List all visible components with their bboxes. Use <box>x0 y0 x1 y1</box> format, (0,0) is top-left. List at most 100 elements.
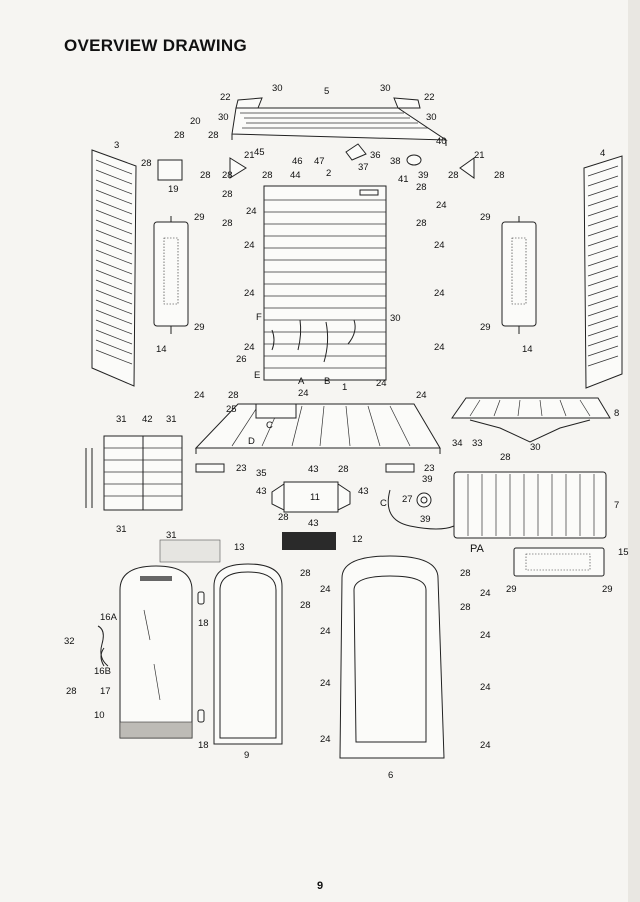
callout-25: 25 <box>226 404 237 415</box>
callout-14: 14 <box>156 344 167 355</box>
corner-bracket-left <box>229 157 247 179</box>
callout-24: 24 <box>480 630 491 641</box>
callout-41: 41 <box>398 174 409 185</box>
callout-30: 30 <box>380 83 391 94</box>
callout-29: 29 <box>506 584 517 595</box>
speaker-part <box>345 143 367 161</box>
hinge-upper <box>197 591 205 605</box>
reading-light <box>406 154 422 166</box>
callout-4: 4 <box>600 148 605 159</box>
callout-12: 12 <box>352 534 363 545</box>
callout-24: 24 <box>480 682 491 693</box>
callout-28: 28 <box>66 686 77 697</box>
door-frame <box>213 563 283 745</box>
back-wall <box>263 185 387 381</box>
page-number: 9 <box>316 880 324 892</box>
callout-28: 28 <box>222 218 233 229</box>
callout-19: 19 <box>168 184 179 195</box>
callout-31: 31 <box>116 524 127 535</box>
callout-24: 24 <box>416 390 427 401</box>
handle-lower <box>100 647 105 667</box>
callout-28: 28 <box>494 170 505 181</box>
callout-29: 29 <box>194 212 205 223</box>
callout-28: 28 <box>300 600 311 611</box>
callout-24: 24 <box>320 626 331 637</box>
glass-door <box>119 565 193 739</box>
callout-46: 46 <box>292 156 303 167</box>
callout-28: 28 <box>338 464 349 475</box>
left-heater <box>153 216 189 334</box>
callout-24: 24 <box>376 378 387 389</box>
callout-28: 28 <box>300 568 311 579</box>
callout-21: 21 <box>244 150 255 161</box>
callout-30: 30 <box>426 112 437 123</box>
callout-28: 28 <box>228 390 239 401</box>
callout-e: E <box>254 370 260 381</box>
callout-22: 22 <box>424 92 435 103</box>
callout-28: 28 <box>460 602 471 613</box>
callout-24: 24 <box>244 342 255 353</box>
left-side-wall <box>91 149 137 387</box>
callout-22: 22 <box>220 92 231 103</box>
callout-11: 11 <box>310 492 320 503</box>
callout-13: 13 <box>234 542 245 553</box>
light-box <box>513 547 605 577</box>
callout-28: 28 <box>460 568 471 579</box>
callout-21: 21 <box>474 150 485 161</box>
callout-18: 18 <box>198 618 209 629</box>
callout-28: 28 <box>278 512 289 523</box>
floor-panel <box>194 403 441 454</box>
callout-24: 24 <box>480 740 491 751</box>
callout-37: 37 <box>358 162 369 173</box>
callout-42: 42 <box>142 414 153 425</box>
callout-c: C <box>380 498 387 509</box>
callout-24: 24 <box>320 678 331 689</box>
callout-f: F <box>256 312 262 323</box>
callout-28: 28 <box>141 158 152 169</box>
callout-2: 2 <box>326 168 331 179</box>
callout-36: 36 <box>370 150 381 161</box>
callout-28: 28 <box>174 130 185 141</box>
callout-b: B <box>324 376 330 387</box>
front-wall <box>339 555 445 759</box>
lamp-bracket <box>157 159 183 181</box>
callout-20: 20 <box>190 116 201 127</box>
cover-plate <box>159 539 221 563</box>
hinge-lower <box>197 709 205 723</box>
callout-30: 30 <box>390 313 401 324</box>
callout-pa: PA <box>470 543 485 555</box>
callout-24: 24 <box>298 388 309 399</box>
bench <box>451 397 611 443</box>
callout-44: 44 <box>290 170 301 181</box>
callout-24: 24 <box>434 288 445 299</box>
callout-24: 24 <box>480 588 491 599</box>
callout-28: 28 <box>208 130 219 141</box>
callout-17: 17 <box>100 686 111 697</box>
callout-31: 31 <box>166 530 177 541</box>
right-heater <box>501 216 537 334</box>
callout-27: 27 <box>402 494 413 505</box>
callout-31: 31 <box>166 414 177 425</box>
callout-34: 34 <box>452 438 463 449</box>
page-title: OVERVIEW DRAWING <box>64 36 248 55</box>
roof-panel <box>231 97 448 146</box>
callout-24: 24 <box>434 342 445 353</box>
callout-24: 24 <box>246 206 257 217</box>
callout-29: 29 <box>194 322 205 333</box>
callout-38: 38 <box>390 156 401 167</box>
callout-28: 28 <box>200 170 211 181</box>
callout-28: 28 <box>448 170 459 181</box>
callout-3: 3 <box>114 140 119 151</box>
callout-24: 24 <box>436 200 447 211</box>
callout-43: 43 <box>358 486 369 497</box>
callout-31: 31 <box>116 414 127 425</box>
callout-16a: 16A <box>100 612 118 623</box>
callout-18: 18 <box>198 740 209 751</box>
callout-14: 14 <box>522 344 533 355</box>
callout-24: 24 <box>244 288 255 299</box>
handle-upper <box>97 625 109 667</box>
callout-45: 45 <box>254 147 265 158</box>
callout-26: 26 <box>236 354 247 365</box>
